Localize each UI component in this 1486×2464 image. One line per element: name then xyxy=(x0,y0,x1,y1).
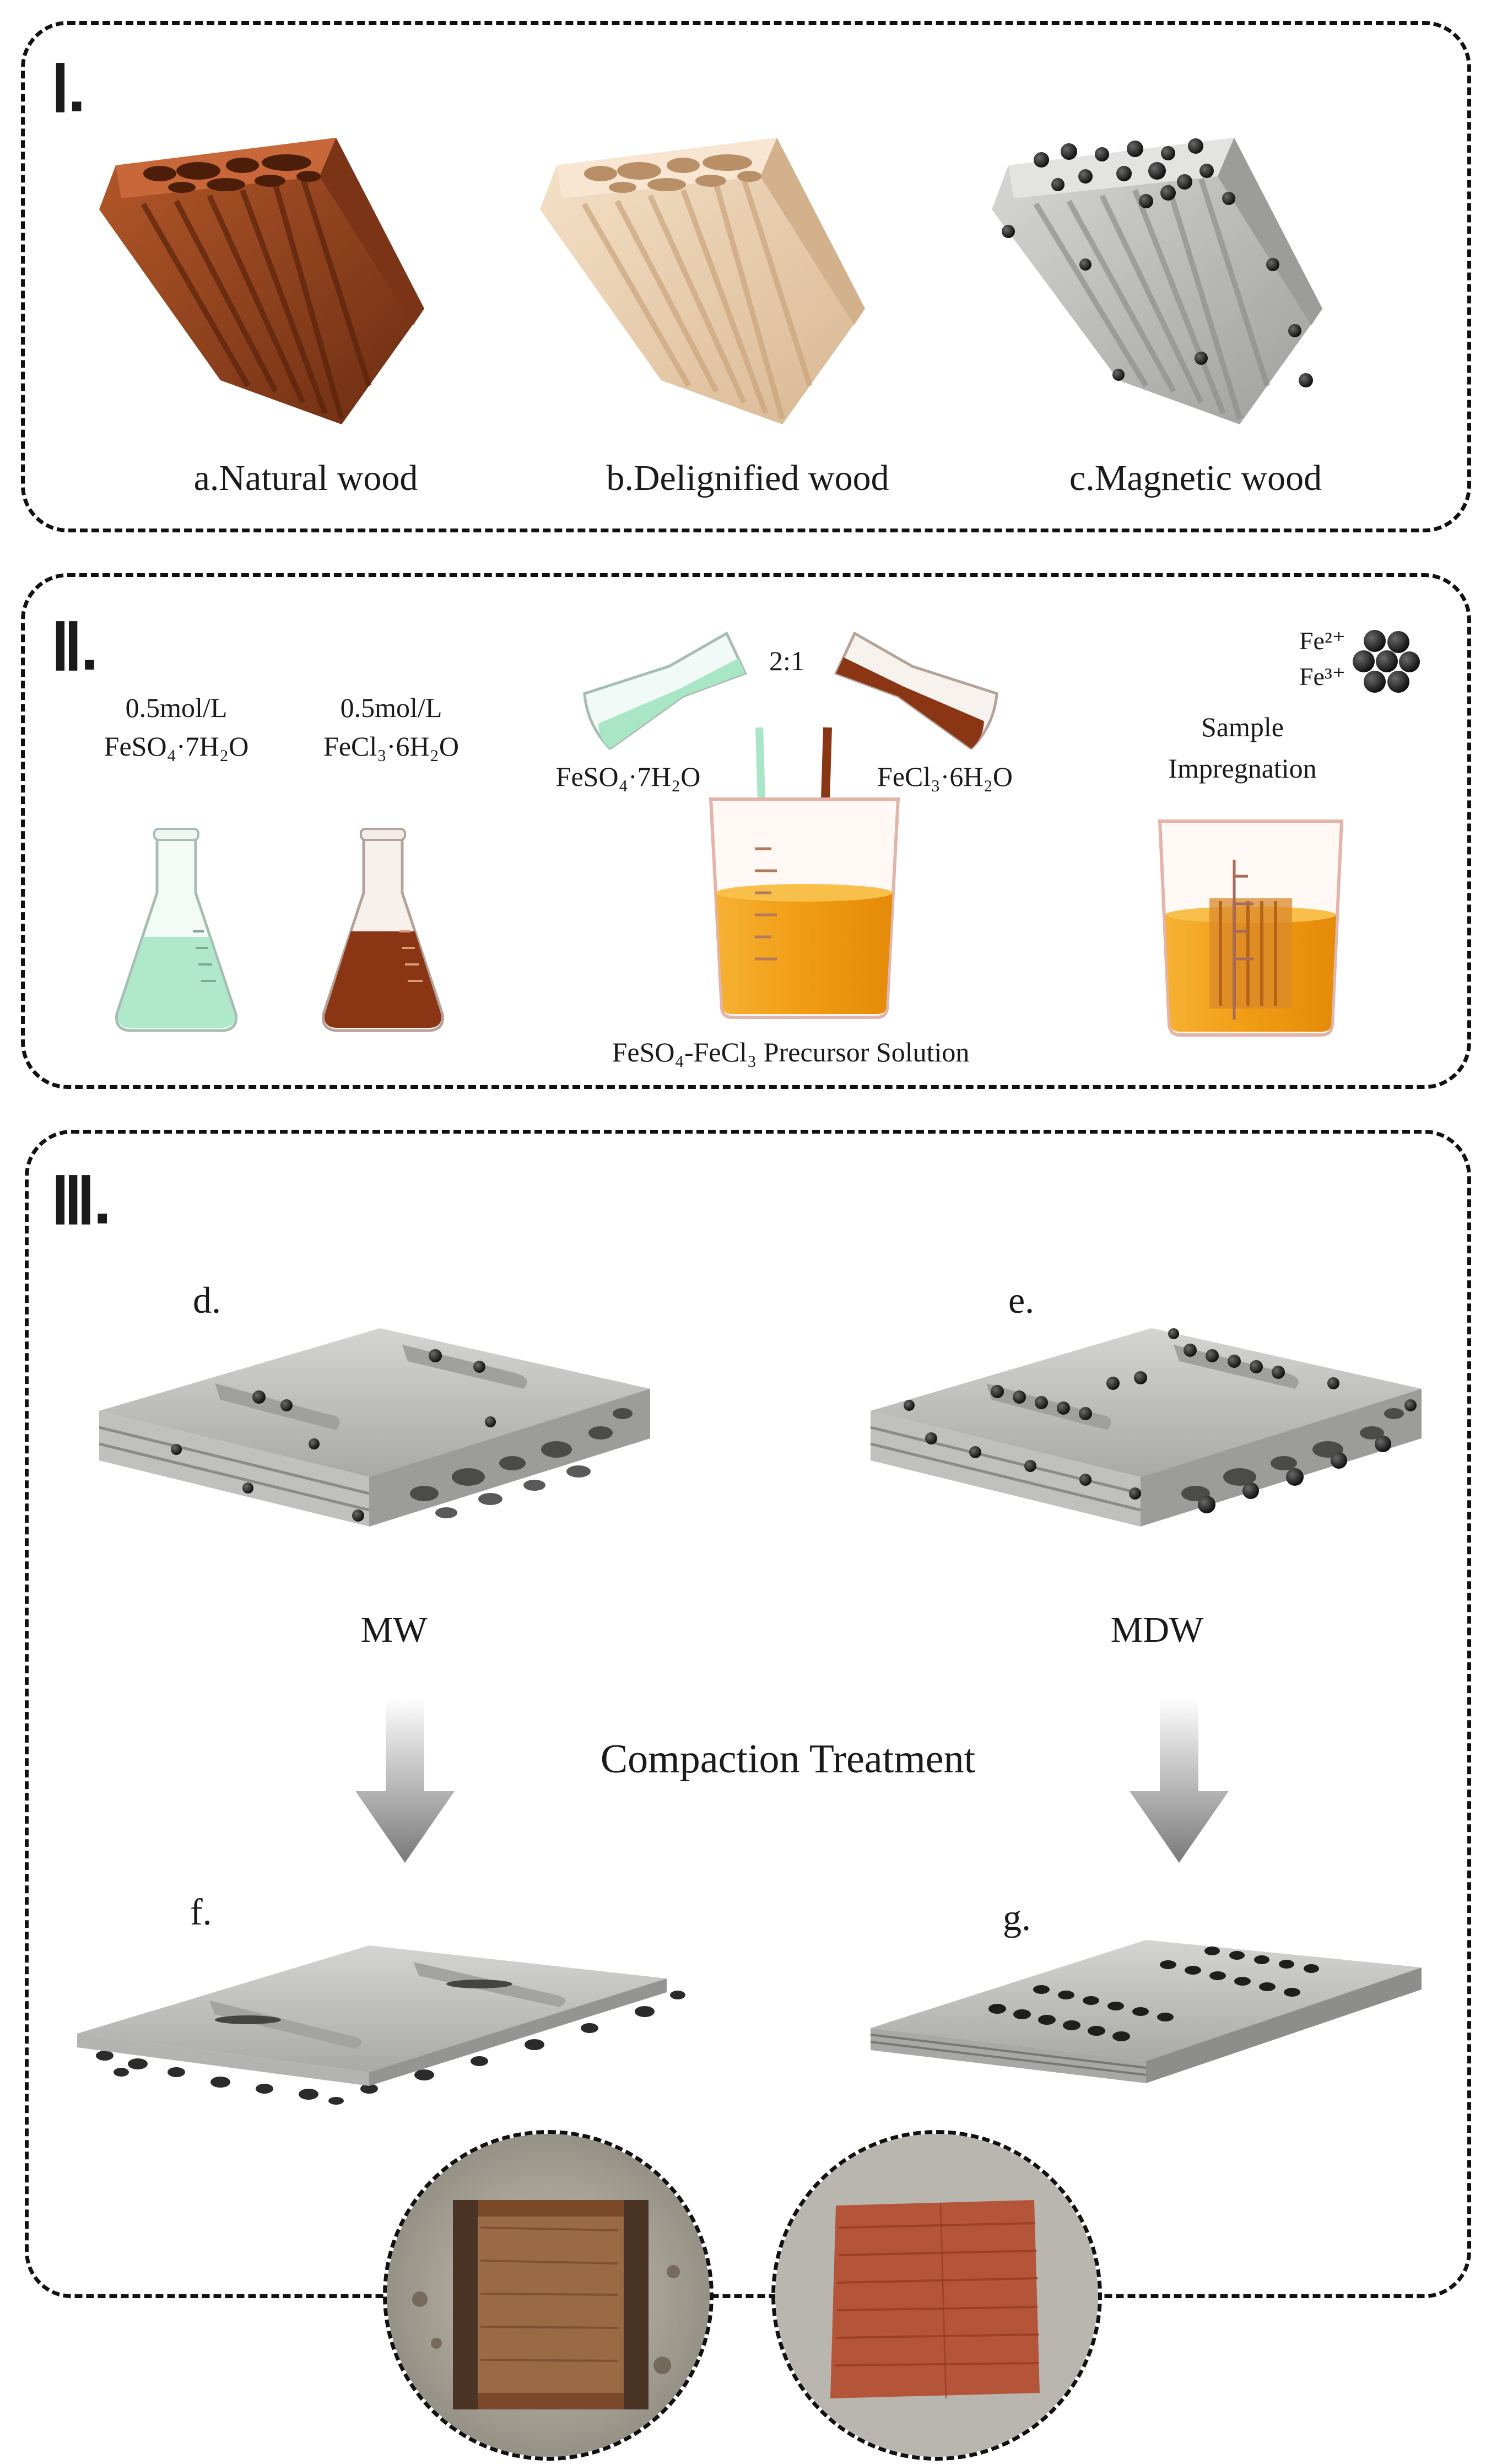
mdw-wood-sample xyxy=(775,2134,1098,2457)
impregnation-label: Impregnation xyxy=(1168,753,1317,784)
label-magnetic-wood: c.Magnetic wood xyxy=(1069,458,1322,498)
magnetic-wood-block xyxy=(992,138,1322,424)
fecl3-flask xyxy=(321,828,445,1032)
compacted-mdw-slab xyxy=(870,1940,1422,2083)
pour-right-formula: FeCl₃·6H₂O xyxy=(877,761,1013,792)
panel-2-numeral: Ⅱ. xyxy=(51,611,99,684)
mdw-photo xyxy=(771,2130,1102,2461)
fecl3-concentration: 0.5mol/L xyxy=(340,692,442,723)
pouring-feso4-flask xyxy=(583,631,748,750)
delignified-wood-block xyxy=(540,138,865,424)
natural-wood-block xyxy=(99,138,424,424)
precursor-label: FeSO₄-FeCl₃ Precursor Solution xyxy=(612,1037,970,1067)
down-arrow-left-icon xyxy=(355,1697,455,1863)
panel-1 xyxy=(21,21,1471,532)
mw-photo xyxy=(383,2130,714,2461)
precursor-beaker xyxy=(709,727,900,1019)
compaction-label: Compaction Treatment xyxy=(600,1737,976,1782)
label-natural-wood: a.Natural wood xyxy=(193,458,418,498)
label-mdw: MDW xyxy=(1110,1610,1204,1650)
panel-3 xyxy=(25,1130,1471,2298)
down-arrow-right-icon xyxy=(1130,1697,1229,1863)
feso4-formula: FeSO₄·7H₂O xyxy=(104,731,249,762)
mix-ratio: 2:1 xyxy=(769,645,804,676)
label-mw: MW xyxy=(360,1610,428,1650)
ion-fe2: Fe²⁺ xyxy=(1299,627,1346,655)
label-f: f. xyxy=(190,1891,212,1933)
compacted-mw-slab xyxy=(77,1945,685,2105)
fecl3-formula: FeCl₃·6H₂O xyxy=(323,731,459,762)
mdw-slab xyxy=(870,1328,1422,1527)
label-d: d. xyxy=(193,1279,221,1321)
panel-3-numeral: Ⅲ. xyxy=(51,1165,111,1238)
label-delignified-wood: b.Delignified wood xyxy=(606,458,889,498)
impregnation-beaker xyxy=(1158,819,1344,1037)
mw-wood-sample xyxy=(387,2134,710,2457)
mw-slab xyxy=(99,1328,650,1527)
label-e: e. xyxy=(1008,1279,1035,1321)
ion-fe3: Fe³⁺ xyxy=(1299,662,1346,691)
pour-left-formula: FeSO₄·7H₂O xyxy=(555,761,701,792)
feso4-concentration: 0.5mol/L xyxy=(125,692,228,723)
label-g: g. xyxy=(1003,1896,1031,1938)
panel-1-numeral: Ⅰ. xyxy=(51,53,86,126)
sample-label: Sample xyxy=(1201,711,1284,742)
panel-2 xyxy=(21,573,1471,1089)
iron-particles-icon xyxy=(1353,630,1420,693)
feso4-flask xyxy=(115,828,238,1032)
pouring-fecl3-flask xyxy=(834,631,998,750)
